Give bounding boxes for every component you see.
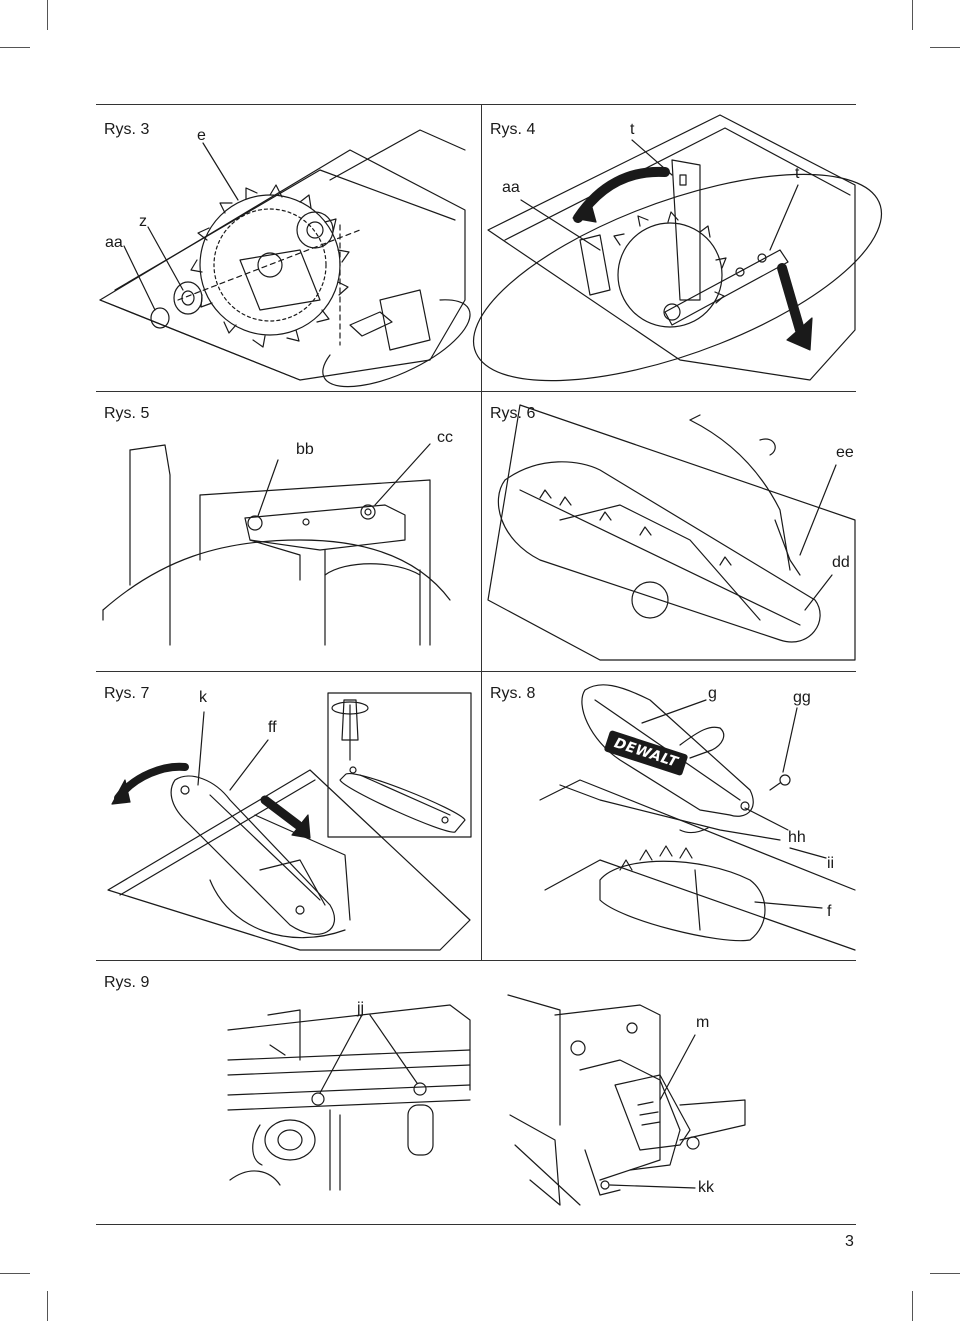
rys4-illustration	[474, 115, 882, 381]
rys9-right-illustration	[508, 995, 745, 1205]
figure-title-rys3: Rys. 3	[104, 121, 150, 138]
label-hh: hh	[788, 829, 806, 846]
label-cc: cc	[437, 429, 453, 446]
label-k: k	[199, 689, 207, 706]
crop-mark-bottom-left-v	[47, 1291, 48, 1321]
rule-top	[96, 104, 856, 105]
label-f: f	[827, 903, 832, 920]
rys7-illustration	[108, 693, 471, 950]
page-number: 3	[845, 1233, 854, 1250]
figure-title-rys9: Rys. 9	[104, 974, 150, 991]
label-aa-rys3: aa	[105, 234, 123, 251]
label-m: m	[696, 1014, 710, 1031]
figure-title-rys5: Rys. 5	[104, 405, 150, 422]
label-t-right: t	[795, 165, 800, 182]
label-ii: ii	[827, 855, 835, 872]
label-t-top: t	[630, 121, 635, 138]
label-gg: gg	[793, 689, 811, 706]
figure-title-rys6: Rys. 6	[490, 405, 536, 422]
rys9-left-illustration	[228, 1005, 470, 1190]
rule-row2	[96, 671, 856, 672]
crop-mark-top-right-v	[912, 0, 913, 30]
rys8-illustration	[540, 685, 855, 950]
label-dd: dd	[832, 554, 850, 571]
crop-mark-bottom-right-h	[930, 1273, 960, 1274]
label-aa-rys4: aa	[502, 179, 520, 196]
label-z: z	[139, 213, 147, 230]
crop-mark-top-right-h	[930, 47, 960, 48]
crop-mark-bottom-left-h	[0, 1273, 30, 1274]
rule-row1	[96, 391, 856, 392]
rule-vertical	[481, 104, 482, 960]
rule-row3	[96, 960, 856, 961]
label-e: e	[197, 127, 206, 144]
figure-title-rys4: Rys. 4	[490, 121, 536, 138]
label-jj: jj	[357, 1000, 365, 1017]
crop-mark-top-left-h	[0, 47, 30, 48]
rule-bottom	[96, 1224, 856, 1225]
rys5-illustration	[103, 444, 450, 645]
label-bb: bb	[296, 441, 314, 458]
label-ff: ff	[268, 719, 277, 736]
label-ee: ee	[836, 444, 854, 461]
crop-mark-bottom-right-v	[912, 1291, 913, 1321]
rys3-illustration	[100, 130, 470, 387]
rys6-illustration	[488, 405, 855, 660]
figure-title-rys8: Rys. 8	[490, 685, 536, 702]
crop-mark-top-left-v	[47, 0, 48, 30]
label-g: g	[708, 685, 717, 702]
figure-title-rys7: Rys. 7	[104, 685, 150, 702]
label-kk: kk	[698, 1179, 714, 1196]
